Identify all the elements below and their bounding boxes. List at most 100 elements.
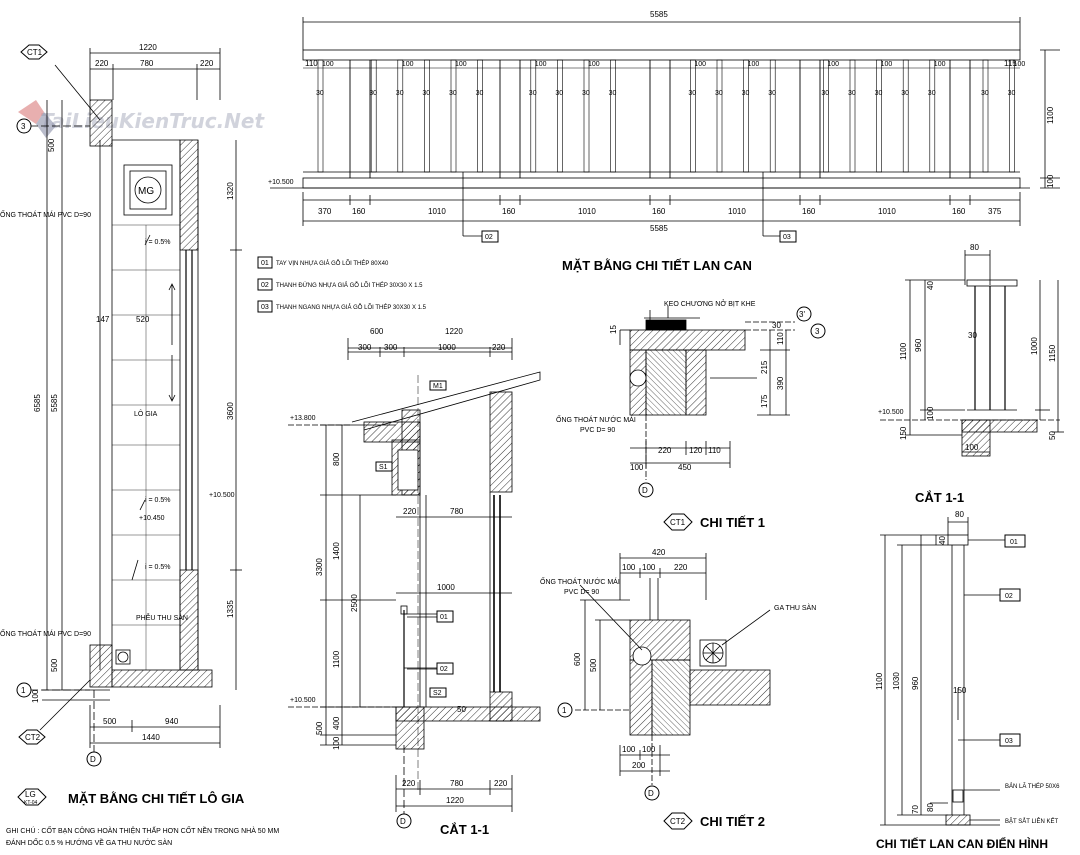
pipe1-label-b: PVC D= 90 — [580, 427, 615, 434]
dim-rp-110: 110 — [305, 59, 318, 68]
ct2-plan-label: CT2 — [25, 733, 41, 742]
ct2-title-bubble-label: CT2 — [670, 817, 686, 826]
dim-d1-110: 110 — [776, 332, 785, 345]
axis-1-plan — [16, 682, 32, 698]
baluster-width-label: 30 — [555, 90, 563, 97]
axis-1-d2 — [557, 702, 573, 718]
axis-3-plan-label: 3 — [21, 122, 26, 131]
dim-rp-375: 375 — [988, 207, 1002, 216]
dim-ty-70: 70 — [911, 805, 920, 814]
dim-rp-100: 100 — [1046, 174, 1055, 188]
baluster-width-label: 30 — [582, 90, 590, 97]
baluster — [317, 59, 324, 173]
tag-03-typ — [999, 733, 1021, 747]
section-right — [880, 250, 1064, 457]
dim-s-2500: 2500 — [350, 594, 359, 612]
tag-01-sec — [436, 610, 454, 623]
dim-lg-1440: 1440 — [142, 733, 160, 742]
dim-s-780b: 780 — [450, 779, 464, 788]
baluster — [982, 59, 989, 173]
baluster-width-label: 30 — [688, 90, 696, 97]
dim-cr-1100: 1100 — [899, 342, 908, 360]
dim-rp-5585-bot: 5585 — [650, 224, 668, 233]
baluster — [370, 59, 377, 173]
dim-d1-120: 120 — [689, 446, 703, 455]
dim-lg-520: 520 — [136, 315, 150, 324]
baluster — [690, 59, 696, 173]
dim-lg-100: 100 — [31, 689, 40, 703]
axis-d-plan-label: D — [90, 755, 96, 764]
dim-cr-960: 960 — [914, 338, 923, 352]
drain-label: PHỄU THU SÀN — [136, 613, 188, 622]
baluster — [530, 59, 537, 173]
dim-d1-175: 175 — [760, 394, 769, 408]
baluster-width-label: 30 — [875, 90, 883, 97]
baluster-width-label: 30 — [742, 90, 750, 97]
baluster — [929, 59, 936, 173]
dim-rp-1010a: 1010 — [428, 207, 446, 216]
ga-label: GA THU SÀN — [774, 603, 816, 612]
dim-lg-3600: 3600 — [226, 402, 235, 420]
legend: 01 TAY VỊN NHỰA GIẢ GỖ LÕI THÉP 80X40 02… — [257, 256, 427, 313]
axis-d-d1 — [638, 482, 654, 498]
baluster-width-label: 30 — [369, 90, 377, 97]
dim-d1-15: 15 — [609, 325, 618, 334]
dim-lg-220a: 220 — [95, 59, 109, 68]
dim-cr-1150: 1150 — [1048, 344, 1057, 362]
lg-bubble-sub: KT-04 — [24, 800, 38, 806]
baluster — [397, 59, 404, 173]
dim-s-1000m: 1000 — [437, 583, 455, 592]
baluster-width-label: 30 — [609, 90, 617, 97]
dim-cr-100b: 100 — [965, 443, 979, 452]
detail-1 — [619, 306, 795, 480]
title-section-main: CẮT 1-1 — [440, 822, 489, 837]
axis-3p-d1 — [796, 306, 812, 322]
dim-d2-420: 420 — [652, 548, 666, 557]
baluster-width-label: 30 — [476, 90, 484, 97]
railing-elevation — [270, 17, 1060, 237]
tag-s2-text: S2 — [433, 690, 442, 697]
axis-d-d2-label: D — [648, 789, 654, 798]
dim-lg-220b: 220 — [200, 59, 214, 68]
baluster — [424, 59, 430, 173]
tag-01-sec-text: 01 — [440, 614, 448, 621]
ct2-bubble-title — [663, 812, 693, 830]
tag-02-elev-text: 02 — [485, 234, 493, 241]
dim-s-400: 400 — [332, 716, 341, 730]
dim-lg-940: 940 — [165, 717, 179, 726]
level-10500-sec: +10.500 — [290, 697, 316, 704]
keo-label: KEO CHƯƠNG NỞ BỊT KHE — [664, 299, 756, 308]
dim-rp-160e: 160 — [952, 207, 966, 216]
dim-d1-30: 30 — [772, 321, 781, 330]
dim-rp-160c: 160 — [652, 207, 666, 216]
ct1-title-bubble-label: CT1 — [670, 518, 686, 527]
dim-s-220b1: 220 — [402, 779, 416, 788]
dim-s-1100: 1100 — [332, 650, 341, 668]
dim-rp-1010c: 1010 — [728, 207, 746, 216]
baluster-spacing-label: 100 — [1014, 61, 1026, 68]
baluster-spacing-label: 100 — [748, 61, 760, 68]
dim-rp-370: 370 — [318, 207, 332, 216]
batsat-label: BẬT SẮT LIÊN KẾT — [1005, 817, 1058, 825]
detail-2 — [575, 553, 771, 785]
dim-cr-150: 150 — [899, 426, 908, 440]
tag-03-elev — [779, 230, 797, 243]
dim-cr-80: 80 — [970, 243, 979, 252]
baluster — [450, 59, 457, 173]
typical-detail — [880, 517, 1005, 826]
axis-d-sec — [396, 813, 412, 829]
dim-lg-500: 500 — [103, 717, 117, 726]
lg-bubble — [17, 788, 47, 806]
baluster-width-label: 30 — [821, 90, 829, 97]
baluster-width-label: 30 — [422, 90, 430, 97]
note-line-2: ĐÁNH DỐC 0.5 % HƯỚNG VỀ GA THU NƯỚC SÀN — [6, 837, 172, 847]
title-railing-plan: MẶT BẰNG CHI TIẾT LAN CAN — [562, 258, 752, 273]
title-logia-plan: MẶT BẰNG CHI TIẾT LÔ GIA — [68, 791, 245, 806]
dim-s-500: 500 — [315, 721, 324, 735]
baluster — [823, 59, 829, 173]
tag-03-typ-text: 03 — [1005, 738, 1013, 745]
watermark-logo — [18, 100, 44, 124]
banla-label: BẢN LÃ THÉP 50X6 — [1005, 783, 1060, 790]
logia-plan — [30, 48, 242, 752]
